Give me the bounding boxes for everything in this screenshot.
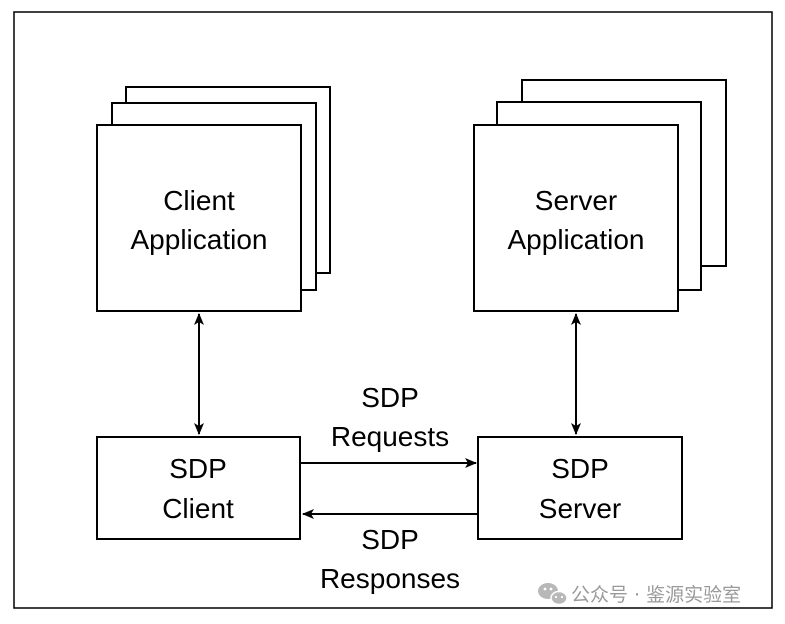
server-application-line2: Application	[508, 224, 645, 255]
sdp-server-line2: Server	[539, 493, 621, 524]
client-application-line1: Client	[163, 185, 235, 216]
sdp-client-line1: SDP	[169, 453, 227, 484]
wechat-icon	[538, 583, 568, 606]
server-application-line1: Server	[535, 185, 617, 216]
watermark: 公众号 · 鉴源实验室	[538, 583, 741, 606]
sdp-responses-label-line2: Responses	[320, 563, 460, 594]
sdp-server-line1: SDP	[551, 453, 609, 484]
client-application-box	[96, 124, 302, 312]
client-application-line2: Application	[131, 224, 268, 255]
sdp-client-line2: Client	[162, 493, 234, 524]
sdp-client-box	[96, 436, 301, 540]
sdp-requests-label-line2: Requests	[331, 421, 449, 452]
server-application-stack: Server Application	[473, 79, 727, 312]
sdp-responses-label-line1: SDP	[361, 524, 419, 555]
sdp-server-box	[477, 436, 683, 540]
server-application-box	[473, 124, 679, 312]
sdp-client-node: SDP Client	[96, 436, 301, 540]
sdp-requests-label-line1: SDP	[361, 382, 419, 413]
watermark-text: 公众号 · 鉴源实验室	[571, 584, 741, 606]
sdp-server-node: SDP Server	[477, 436, 683, 540]
client-application-stack: Client Application	[96, 86, 331, 312]
